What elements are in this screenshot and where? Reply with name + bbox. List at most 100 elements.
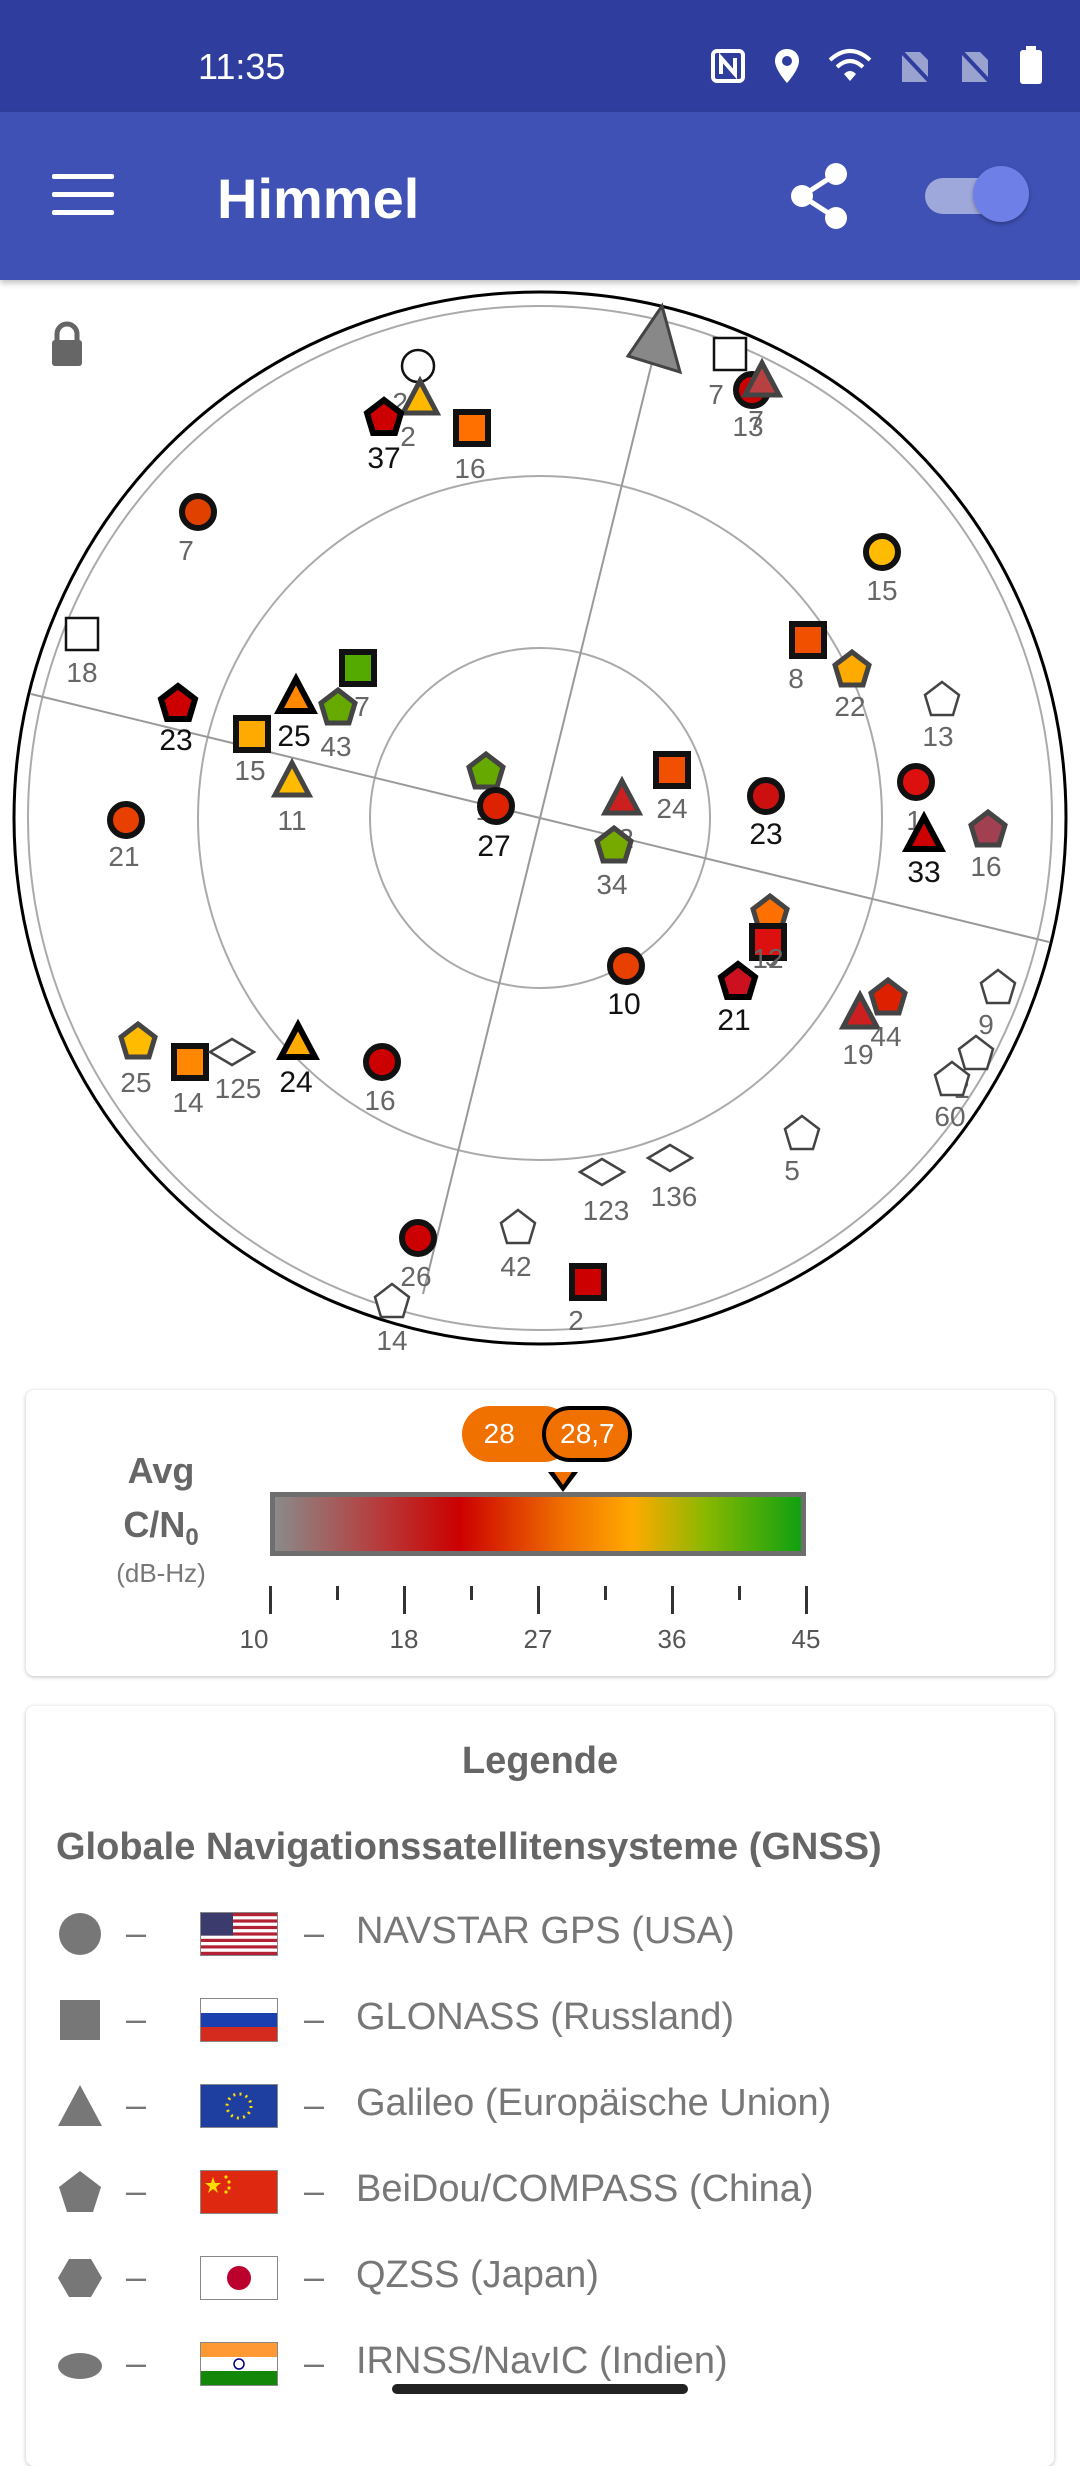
satellite-marker[interactable]: 14 (171, 1043, 209, 1118)
legend-name: QZSS (Japan) (356, 2254, 599, 2296)
legend-name: GLONASS (Russland) (356, 1996, 735, 2038)
satellite-pentagon-icon (594, 824, 634, 864)
china-flag (200, 2170, 278, 2214)
lock-icon[interactable] (52, 321, 82, 366)
satellite-marker[interactable]: 60 (933, 1060, 971, 1132)
satellite-marker[interactable]: 16 (453, 409, 491, 484)
satellite-marker[interactable]: 8 (788, 621, 827, 694)
satellite-label: 15 (234, 755, 265, 786)
satellite-marker[interactable]: 7 (740, 357, 784, 436)
satellite-pentagon-icon (717, 960, 759, 1000)
satellite-pentagon-icon (979, 968, 1017, 1005)
legend-row-glonass: – – GLONASS (Russland) (56, 1990, 1036, 2050)
satellite-marker[interactable]: 37 (363, 396, 405, 475)
satellite-marker[interactable]: 34 (594, 824, 634, 900)
satellite-marker[interactable]: 125 (207, 1037, 261, 1104)
satellite-label: 44 (870, 1021, 901, 1052)
satellite-marker[interactable]: 2 (568, 1263, 607, 1336)
satellite-marker[interactable]: 18 (64, 616, 100, 688)
satellite-label: 8 (788, 663, 804, 694)
satellite-label: 7 (748, 405, 764, 436)
satellite-label: 42 (500, 1251, 531, 1282)
satellite-marker[interactable]: 43 (318, 686, 358, 762)
satellite-label: 10 (607, 988, 640, 1021)
satellite-label: 7 (354, 691, 370, 722)
satellite-marker[interactable]: 136 (645, 1143, 697, 1212)
gesture-nav-handle[interactable] (392, 2384, 688, 2394)
satellite-marker[interactable]: 7 (708, 336, 748, 410)
satellite-label: 16 (970, 851, 1001, 882)
satellite-marker[interactable]: 24 (653, 751, 691, 824)
hamburger-menu-icon[interactable] (52, 174, 114, 218)
satellite-square-icon (339, 649, 377, 687)
satellite-marker[interactable]: 44 (868, 976, 908, 1052)
satellite-marker[interactable]: 15 (233, 715, 271, 786)
tracking-toggle[interactable] (925, 166, 1029, 222)
cn0-tick (269, 1586, 272, 1614)
satellite-marker[interactable]: 123 (577, 1157, 629, 1226)
satellite-diamond-icon (207, 1037, 257, 1067)
satellite-label: 60 (934, 1101, 965, 1132)
satellite-label: 25 (120, 1067, 151, 1098)
satellite-label: 27 (477, 830, 510, 863)
satellite-marker[interactable]: 7 (339, 649, 377, 722)
satellite-marker[interactable]: 23 (157, 682, 199, 757)
satellite-marker[interactable]: 16 (968, 808, 1008, 882)
satellite-circle-icon (400, 348, 436, 384)
satellite-label: 24 (656, 793, 687, 824)
satellite-circle-icon (477, 787, 515, 825)
cn0-pointer (548, 1472, 579, 1492)
satellite-circle-icon (179, 493, 217, 531)
satellite-marker[interactable]: 42 (499, 1208, 537, 1282)
satellite-marker[interactable]: 22 (832, 648, 872, 722)
legend-name: Galileo (Europäische Union) (356, 2082, 832, 2124)
satellite-marker[interactable]: 26 (399, 1219, 437, 1292)
satellite-marker[interactable]: 13 (922, 680, 961, 752)
satellite-square-icon (789, 621, 827, 659)
satellite-marker[interactable]: 25 (118, 1020, 158, 1098)
oval-icon (58, 2353, 102, 2379)
satellite-label: 15 (866, 575, 897, 606)
sky-plot: 2623716713771518822132325743151121112722… (12, 290, 1068, 1356)
satellite-marker[interactable]: 27 (477, 787, 515, 863)
cn0-tick-label: 18 (389, 1624, 419, 1654)
satellite-marker[interactable]: 33 (902, 810, 946, 889)
satellite-pentagon-icon (832, 648, 872, 688)
satellite-marker[interactable]: 24 (276, 1018, 320, 1099)
satellite-marker[interactable]: 11 (270, 757, 314, 836)
satellite-marker[interactable]: 25 (274, 672, 318, 753)
wifi-icon (828, 49, 872, 81)
share-icon[interactable] (784, 160, 856, 232)
cn0-tick (805, 1586, 808, 1614)
legend-row-gps: – – NAVSTAR GPS (USA) (56, 1904, 1036, 1964)
satellite-marker[interactable]: 10 (607, 947, 645, 1021)
location-icon (775, 49, 799, 83)
satellite-marker[interactable]: 19 (838, 989, 882, 1070)
cn0-label-unit-name: C/N0 (123, 1504, 199, 1552)
satellite-marker[interactable]: 16 (363, 1043, 401, 1116)
satellite-marker[interactable]: 21 (717, 960, 759, 1037)
satellite-marker[interactable]: 9 (978, 968, 1017, 1040)
satellite-triangle-icon (270, 757, 314, 798)
satellite-marker[interactable]: 15 (863, 533, 901, 606)
satellite-pentagon-icon (933, 1060, 971, 1097)
satellite-label: 7 (178, 535, 194, 566)
cn0-tick (671, 1586, 674, 1614)
satellite-marker[interactable]: 23 (747, 777, 785, 851)
satellite-marker[interactable]: 2 (398, 375, 442, 452)
satellite-marker[interactable]: 7 (178, 493, 217, 566)
north-arrow-icon (625, 302, 683, 375)
satellite-marker[interactable]: 12 (749, 923, 787, 974)
satellite-pentagon-icon (363, 396, 405, 436)
satellite-label: 16 (454, 453, 485, 484)
satellite-circle-icon (897, 763, 935, 801)
satellite-marker[interactable]: 14 (373, 1282, 411, 1356)
cn0-tick (537, 1586, 540, 1614)
satellite-marker[interactable]: 21 (107, 801, 145, 872)
satellite-marker[interactable]: 5 (783, 1114, 821, 1186)
satellite-pentagon-icon (466, 750, 506, 790)
legend-subheading: Globale Navigationssatellitensysteme (GN… (56, 1826, 882, 1868)
satellite-label: 18 (66, 657, 97, 688)
satellite-square-icon (569, 1263, 607, 1301)
satellite-triangle-icon (276, 1018, 320, 1060)
